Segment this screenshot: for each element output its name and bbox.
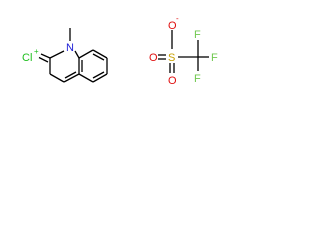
bond-c6-c5-inner [92, 71, 105, 79]
bond-c6-c5 [92, 73, 108, 83]
oxygen-minus-atom-label: O [168, 20, 177, 32]
cation-structure: Cl + N [22, 28, 108, 83]
anion-structure: O - O S O F F F [149, 14, 218, 87]
bond-c8-c7-inner [92, 53, 105, 61]
chemical-structure: Cl + N O - O S O F F F [22, 14, 218, 87]
structure-canvas: Cl + N O - O S O F F F [0, 0, 247, 115]
nitrogen-atom-label: N [66, 42, 74, 54]
bond-c8-c7 [92, 49, 108, 59]
bond-c8a-c8 [78, 49, 94, 59]
fluorine-right-atom-label: F [211, 52, 218, 64]
oxygen-bottom-atom-label: O [168, 75, 177, 87]
bond-c3-c4 [49, 73, 65, 83]
oxygen-left-atom-label: O [149, 52, 158, 64]
chlorine-charge-label: + [34, 47, 39, 56]
chlorine-atom-label: Cl [22, 52, 32, 64]
bond-c8a-n [74, 50, 80, 59]
bond-c2-cl-double-b [38, 56, 49, 63]
sulfur-atom-label: S [168, 52, 175, 64]
fluorine-bottom-atom-label: F [194, 73, 201, 85]
bond-n-c2 [49, 50, 65, 59]
bond-c2-cl-double-a [40, 53, 51, 59]
bond-c5-c4a [78, 73, 94, 83]
oxygen-minus-charge-label: - [176, 14, 179, 23]
fluorine-top-atom-label: F [194, 29, 201, 41]
bond-c4-c4a [63, 73, 80, 83]
bond-c4-c4a-inner [64, 71, 77, 79]
